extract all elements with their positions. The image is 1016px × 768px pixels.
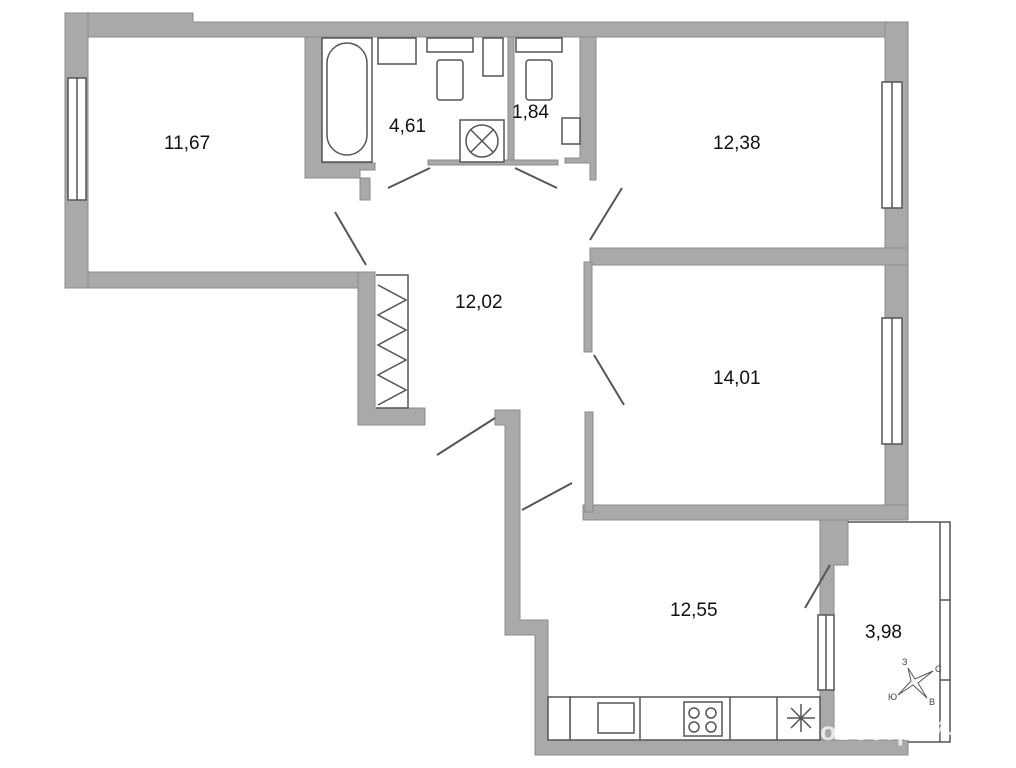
wall-hall-right-2 — [584, 411, 594, 513]
compass-south: Ю — [888, 692, 897, 702]
compass-east: В — [929, 697, 935, 707]
area-kitchen: 12,55 — [670, 600, 718, 621]
compass-west: З — [902, 657, 907, 667]
wall-closet — [357, 271, 426, 426]
wall-toilet-right — [564, 36, 597, 181]
sink-wc — [561, 117, 581, 145]
wardrobe — [376, 274, 409, 409]
wall-bath-toilet — [507, 36, 515, 163]
area-bedroom-right: 14,01 — [713, 368, 761, 389]
gas-icon — [787, 704, 815, 732]
compass-north: С — [935, 664, 942, 674]
sink-bath — [377, 37, 417, 65]
wall-hall-right — [583, 261, 593, 353]
watermark: овострой-СПб — [820, 716, 1010, 746]
windows — [67, 77, 951, 743]
doors — [334, 167, 831, 609]
area-bedroom-left: 11,67 — [164, 133, 210, 154]
wall-kitchen-left — [494, 409, 909, 756]
toilet-wc — [525, 59, 553, 101]
stove — [683, 701, 723, 737]
area-toilet: 1,84 — [512, 102, 549, 123]
area-bathroom: 4,61 — [389, 116, 426, 137]
area-bedroom-top-right: 12,38 — [713, 133, 761, 154]
wall-bedrooms — [589, 247, 909, 266]
compass-icon: З С В Ю — [888, 657, 942, 707]
balcony-glazing — [848, 521, 951, 743]
toilet-bath — [436, 59, 464, 101]
kitchen-sink — [597, 702, 635, 734]
area-balcony: 3,98 — [865, 622, 902, 643]
shaft — [482, 37, 504, 77]
area-hallway: 12,02 — [455, 292, 503, 313]
fixtures — [321, 37, 821, 741]
wall-bedroom-kitchen — [582, 504, 909, 521]
